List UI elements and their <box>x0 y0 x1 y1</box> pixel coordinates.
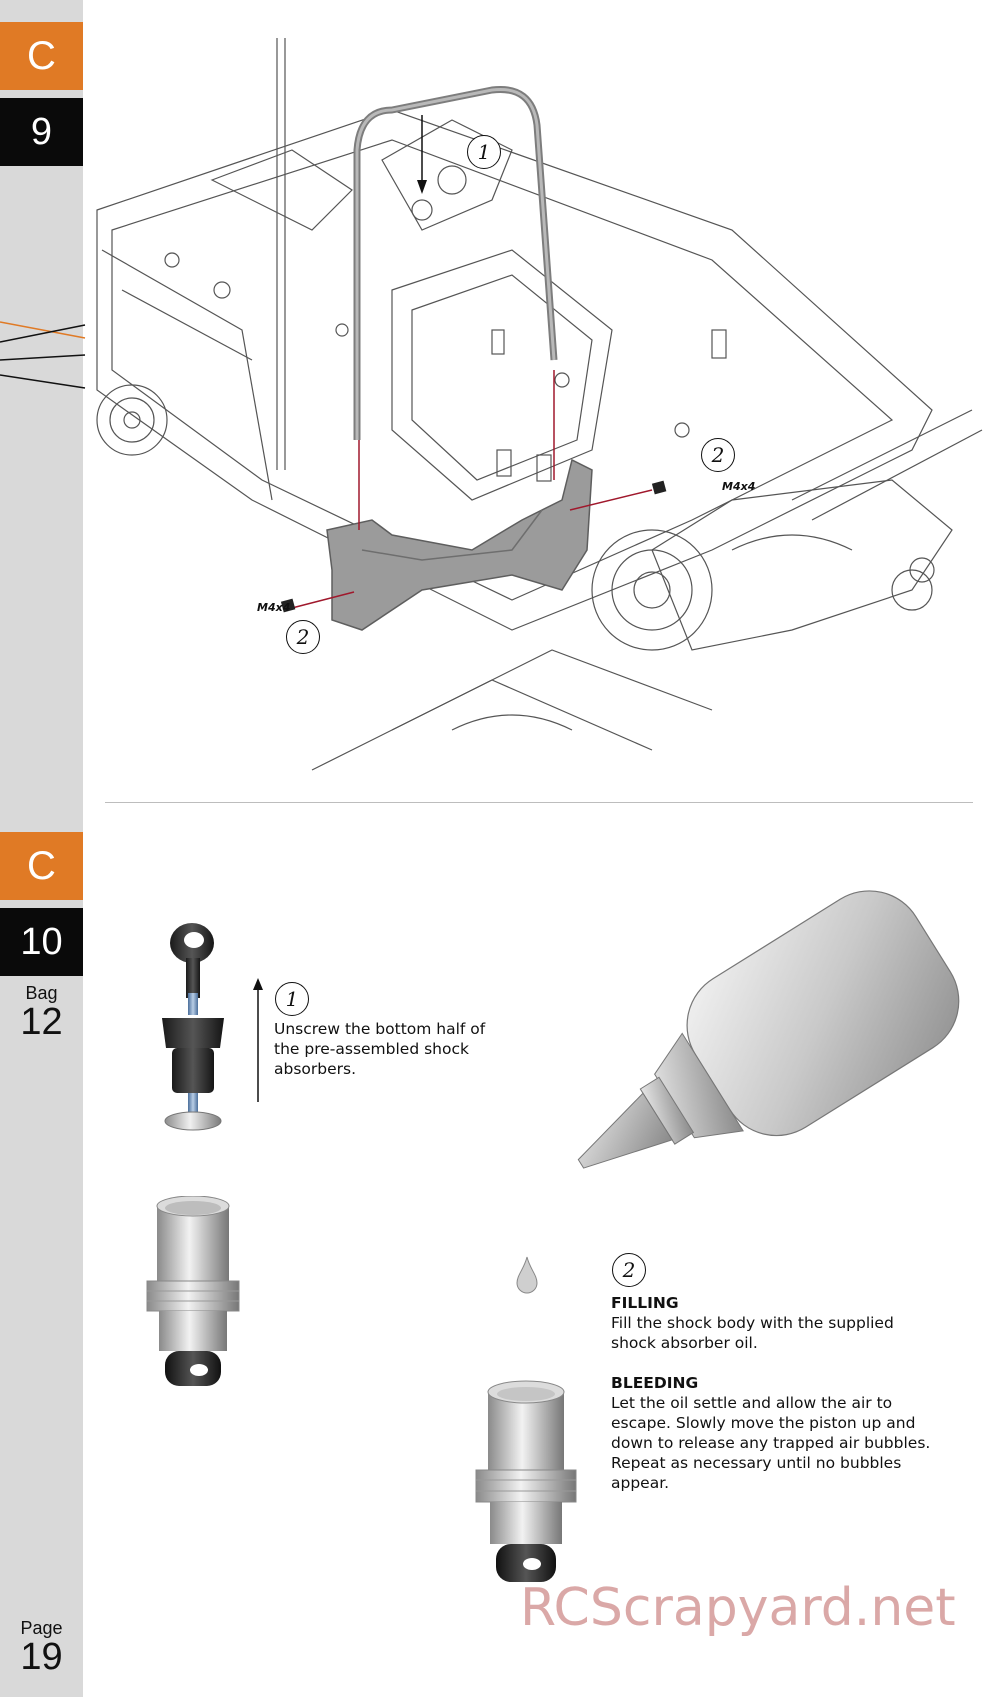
filled-shock-body-illustration <box>475 1380 577 1582</box>
step-number-tab: 10 <box>0 908 83 976</box>
shock-oil-bottle-illustration <box>577 890 960 1169</box>
shock-absorber-illustration <box>162 923 224 1131</box>
oil-drop-icon <box>516 1256 538 1294</box>
shock-body-illustration <box>146 1196 240 1386</box>
section-letter-tab: C <box>0 22 83 90</box>
unscrew-arrow <box>253 978 263 1102</box>
sub-step-number: 2 <box>612 1253 646 1287</box>
callout-number: 1 <box>467 135 501 169</box>
step-number-tab: 9 <box>0 98 83 166</box>
filling-text: Fill the shock body with the supplied sh… <box>611 1314 894 1352</box>
assembly-leader-lines <box>0 321 86 389</box>
section-letter-tab: C <box>0 832 83 900</box>
bag-number: 12 <box>20 1001 63 1043</box>
filling-heading: FILLING <box>611 1294 679 1312</box>
watermark: RCScrapyard.net <box>520 1578 956 1638</box>
bleeding-heading: BLEEDING <box>611 1374 699 1392</box>
instruction-text: Unscrew the bottom half of the pre-assem… <box>274 1020 486 1078</box>
callout-number: 2 <box>701 438 735 472</box>
page-number: 19 <box>20 1636 63 1678</box>
section-divider <box>105 802 973 803</box>
page-label: Page <box>20 1618 63 1638</box>
callout-number: 2 <box>286 620 320 654</box>
chassis-rollbar-illustration <box>96 38 983 771</box>
screw-size-label: M4x4 <box>722 480 756 493</box>
bag-label: Bag <box>25 983 58 1003</box>
bleeding-text: Let the oil settle and allow the air to … <box>611 1394 931 1492</box>
sub-step-number: 1 <box>275 982 309 1016</box>
screw-size-label: M4x4 <box>257 601 291 614</box>
